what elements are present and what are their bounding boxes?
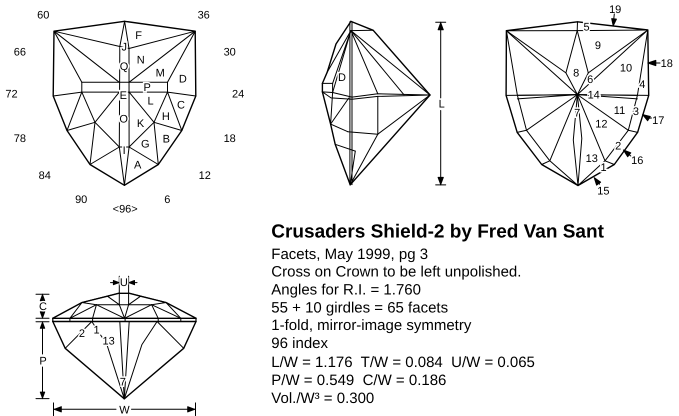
svg-text:Cross on Crown to be left unpo: Cross on Crown to be left unpolished. [271, 264, 521, 281]
svg-text:P: P [39, 355, 46, 367]
svg-text:F: F [135, 30, 142, 42]
svg-text:Vol./W³ = 0.300: Vol./W³ = 0.300 [271, 390, 374, 407]
svg-text:P/W = 0.549 C/W = 0.186: P/W = 0.549 C/W = 0.186 [271, 372, 446, 389]
svg-text:90: 90 [75, 194, 87, 206]
svg-text:C: C [39, 301, 47, 313]
svg-text:78: 78 [14, 133, 26, 145]
svg-text:C: C [177, 99, 185, 111]
svg-text:<96>: <96> [113, 203, 138, 215]
svg-text:L: L [147, 96, 153, 108]
svg-text:Facets, May 1999, pg 3: Facets, May 1999, pg 3 [271, 246, 428, 263]
svg-text:J: J [121, 42, 127, 54]
svg-text:4: 4 [639, 79, 645, 91]
svg-text:D: D [338, 72, 346, 84]
svg-text:12: 12 [199, 170, 211, 182]
svg-text:Angles for R.I. = 1.760: Angles for R.I. = 1.760 [271, 282, 421, 299]
svg-text:L: L [439, 99, 445, 111]
svg-text:Crusaders Shield-2 by Fred Van: Crusaders Shield-2 by Fred Van Sant [271, 222, 604, 243]
svg-text:36: 36 [198, 9, 210, 21]
svg-text:19: 19 [609, 4, 621, 16]
svg-text:30: 30 [224, 47, 236, 59]
svg-text:W: W [119, 405, 130, 416]
svg-text:8: 8 [573, 67, 579, 79]
svg-text:E: E [120, 90, 127, 102]
svg-text:5: 5 [584, 21, 590, 33]
svg-text:14: 14 [588, 89, 600, 101]
svg-text:N: N [137, 55, 145, 67]
svg-text:L/W = 1.176 T/W = 0.084 U/W: L/W = 1.176 T/W = 0.084 U/W = 0.065 [271, 354, 535, 371]
svg-text:7: 7 [574, 108, 580, 120]
svg-text:12: 12 [595, 119, 607, 131]
svg-text:P: P [144, 82, 151, 94]
svg-text:3: 3 [633, 106, 639, 118]
svg-text:6: 6 [164, 194, 170, 206]
svg-text:G: G [141, 138, 150, 150]
svg-text:17: 17 [652, 115, 664, 127]
svg-text:96 index: 96 index [271, 335, 328, 352]
svg-text:55 + 10 girdles = 65 facets: 55 + 10 girdles = 65 facets [271, 299, 448, 316]
svg-text:A: A [134, 160, 142, 172]
svg-text:60: 60 [37, 9, 49, 21]
svg-text:M: M [156, 67, 165, 79]
svg-text:D: D [179, 73, 187, 85]
svg-text:72: 72 [5, 89, 17, 101]
svg-text:U: U [120, 277, 128, 289]
svg-text:O: O [119, 113, 128, 125]
svg-text:Q: Q [120, 61, 129, 73]
svg-text:13: 13 [102, 335, 114, 347]
svg-text:66: 66 [14, 47, 26, 59]
svg-text:H: H [162, 111, 170, 123]
svg-text:15: 15 [597, 186, 609, 198]
svg-text:7: 7 [120, 377, 126, 389]
svg-text:1-fold, mirror-image symmetry: 1-fold, mirror-image symmetry [271, 317, 472, 334]
svg-text:2: 2 [615, 141, 621, 153]
svg-text:1: 1 [600, 162, 606, 174]
svg-text:B: B [163, 134, 170, 146]
svg-text:16: 16 [631, 155, 643, 167]
svg-text:84: 84 [39, 170, 51, 182]
svg-text:2: 2 [79, 328, 85, 340]
svg-text:I: I [123, 145, 126, 157]
svg-text:11: 11 [614, 105, 625, 117]
svg-text:1: 1 [93, 325, 99, 337]
svg-text:18: 18 [661, 58, 673, 70]
svg-text:9: 9 [595, 40, 601, 52]
svg-text:13: 13 [586, 153, 598, 165]
svg-text:18: 18 [224, 133, 236, 145]
svg-text:10: 10 [620, 63, 632, 75]
svg-text:K: K [137, 118, 145, 130]
svg-text:24: 24 [232, 89, 244, 101]
svg-text:6: 6 [587, 74, 593, 86]
